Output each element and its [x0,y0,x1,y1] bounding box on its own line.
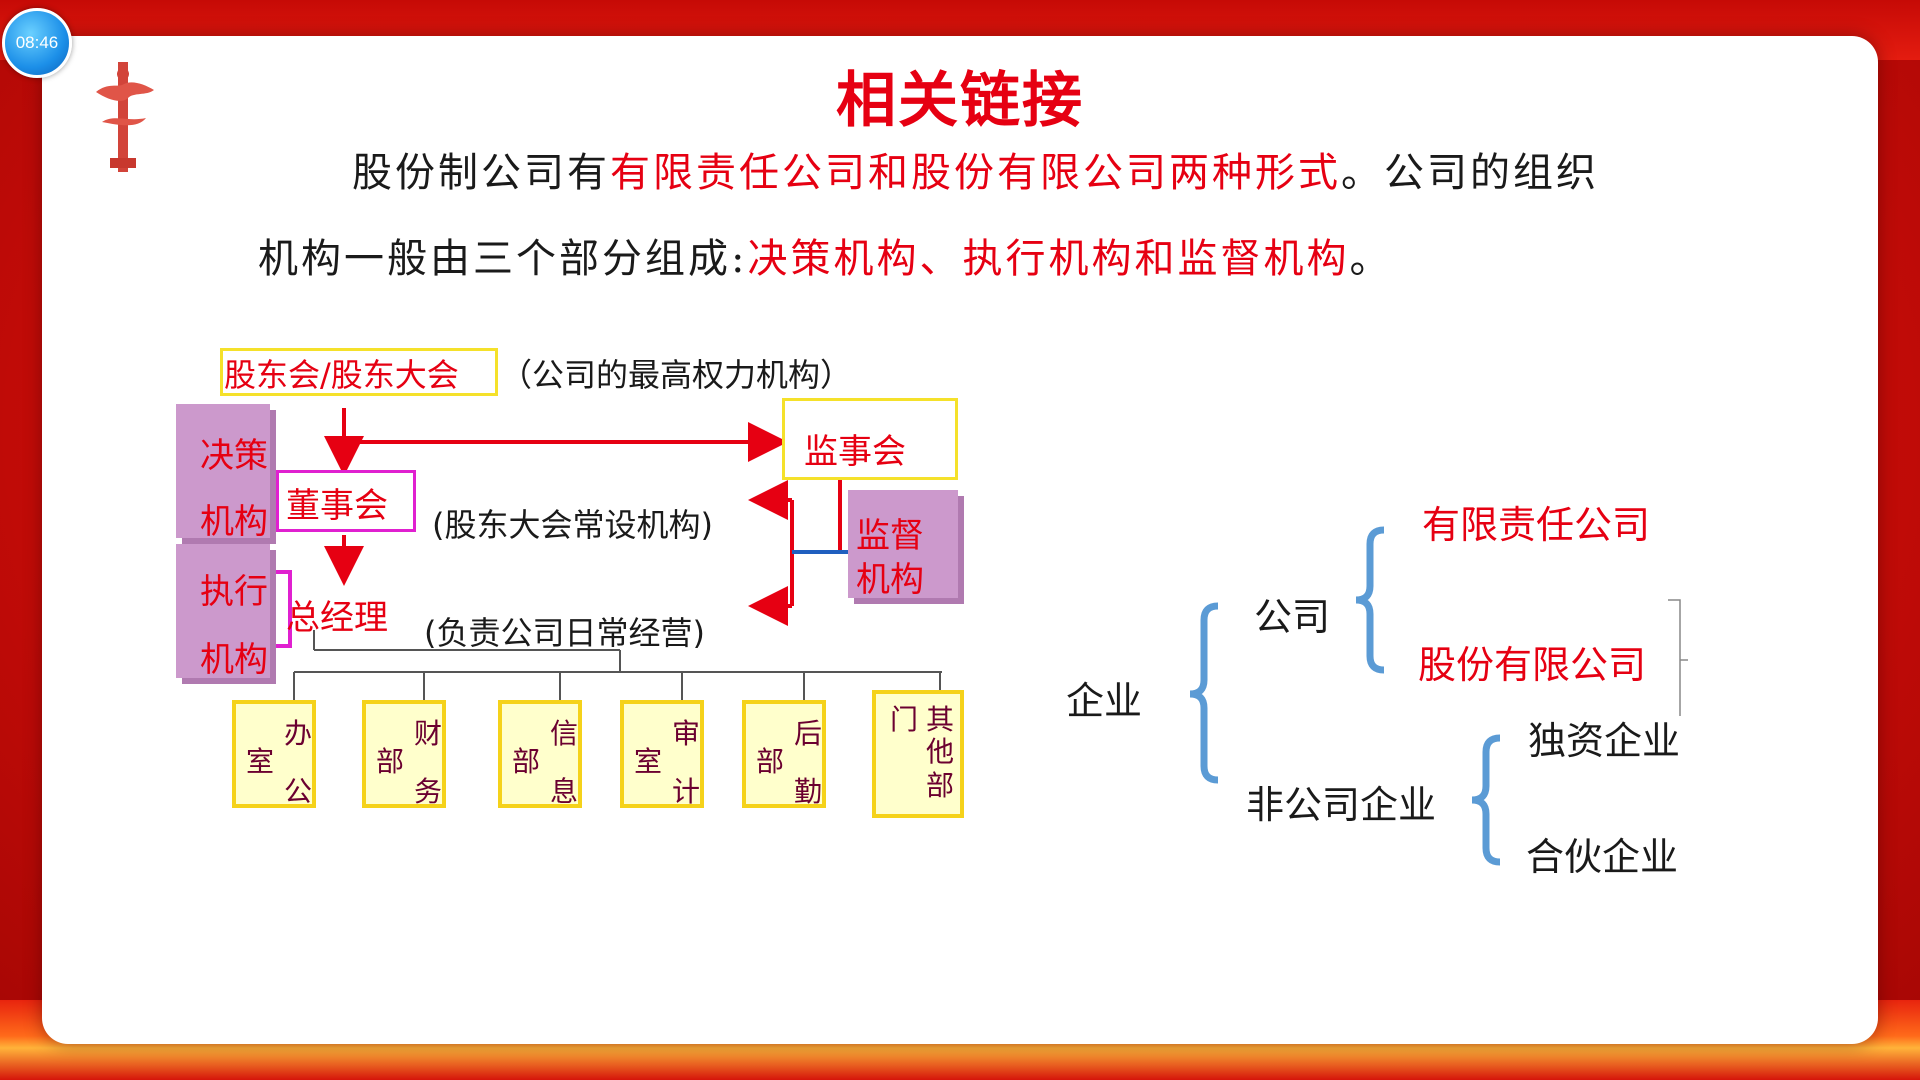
dept-char: 信 [550,717,579,750]
dept-logistics: 后 部 勤 [742,700,826,808]
decision-label-1: 决策 [200,436,268,476]
dept-char: 财 [414,717,443,750]
dept-char: 室 [634,745,663,778]
execution-label-2: 机构 [200,640,268,680]
dept-other: 其 门 他 部 [872,690,964,818]
decision-block [176,404,270,538]
class-partnership: 合伙企业 [1526,835,1679,879]
paragraph-text: 股份制公司有 [352,150,610,196]
board-box [276,470,416,532]
slide-card [42,36,1878,1044]
dept-char: 部 [756,745,785,778]
dept-char: 公 [284,775,313,808]
supervisors-label: 监事会 [804,432,906,472]
dept-char: 门 [890,703,919,736]
clock-time: 08:46 [15,33,59,52]
supervision-label-2: 机构 [856,560,924,600]
huabiao-column-icon [96,62,154,172]
dept-char: 后 [794,717,823,750]
dept-char: 部 [512,745,541,778]
dept-char: 勤 [794,775,823,808]
board-note: (股东大会常设机构) [432,506,713,544]
shareholders-note: （公司的最高权力机构） [500,356,853,394]
manager-label: 总经理 [286,598,388,638]
execution-label-1: 执行 [200,572,268,612]
execution-block [176,544,270,678]
paragraph-text: 机构一般由三个部分组成: [258,236,748,282]
dept-information: 信 部 息 [498,700,582,808]
paragraph-text: 。 [1349,236,1393,282]
dept-audit: 审 室 计 [620,700,704,808]
dept-char: 部 [376,745,405,778]
supervisors-box [782,398,958,480]
dept-office: 办 室 公 [232,700,316,808]
manager-note: (负责公司日常经营) [424,614,705,652]
decision-label-2: 机构 [200,502,268,542]
dept-char: 其 [926,703,955,736]
dept-char: 审 [672,717,701,750]
dept-char: 计 [672,775,701,808]
paragraph-line-1: 股份制公司有有限责任公司和股份有限公司两种形式。公司的组织 [352,140,1599,198]
clock-badge[interactable]: 08:46 [2,8,72,78]
paragraph-highlight: 决策机构、执行机构和监督机构 [747,236,1350,282]
supervision-label-1: 监督 [856,516,924,556]
class-company: 公司 [1254,595,1331,639]
dept-char: 他 [926,735,955,768]
shareholders-label: 股东会/股东大会 [224,356,459,394]
dept-char: 室 [246,745,275,778]
dept-finance: 财 部 务 [362,700,446,808]
shareholders-box [220,348,498,396]
dept-char: 息 [550,775,579,808]
class-sole-proprietorship: 独资企业 [1528,719,1681,763]
class-enterprise: 企业 [1066,679,1143,723]
class-non-company: 非公司企业 [1246,783,1437,827]
slide-title: 相关链接 [836,66,1084,136]
class-limited-liability: 有限责任公司 [1422,503,1651,547]
board-label: 董事会 [286,486,388,526]
dept-char: 务 [414,775,443,808]
class-joint-stock: 股份有限公司 [1418,643,1647,687]
dept-char: 部 [926,769,955,802]
paragraph-highlight: 有限责任公司和股份有限公司两种形式 [610,150,1341,196]
dept-char: 办 [284,717,313,750]
supervision-block [848,490,958,598]
paragraph-line-2: 机构一般由三个部分组成:决策机构、执行机构和监督机构。 [258,226,1392,284]
paragraph-text: 。公司的组织 [1341,150,1599,196]
